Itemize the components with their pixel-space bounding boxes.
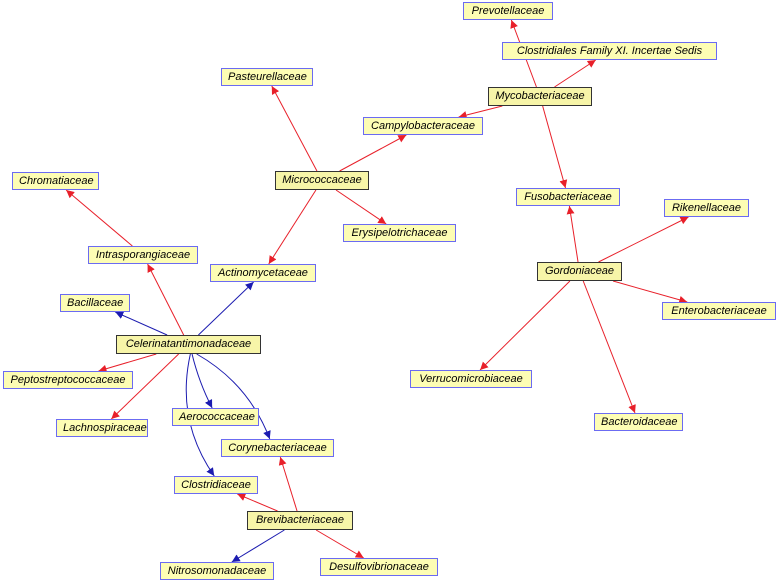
node-chromatiaceae: Chromatiaceae	[12, 172, 99, 190]
node-actinomycetaceae: Actinomycetaceae	[210, 264, 316, 282]
edge-celerinatantimonadaceae-to-lachnospiraceae	[110, 353, 180, 420]
edge-gordoniaceae-to-enterobacteriaceae	[612, 280, 688, 304]
node-clostridiales-xi: Clostridiales Family XI. Incertae Sedis	[502, 42, 717, 60]
edge-gordoniaceae-to-fusobacteriaceae	[566, 205, 579, 263]
node-gordoniaceae: Gordoniaceae	[537, 262, 622, 281]
node-campylobacteraceae: Campylobacteraceae	[363, 117, 483, 135]
node-peptostreptococcaceae: Peptostreptococcaceae	[3, 371, 133, 389]
node-clostridiaceae: Clostridiaceae	[174, 476, 258, 494]
edge-micrococcaceae-to-actinomycetaceae	[268, 189, 317, 265]
node-fusobacteriaceae: Fusobacteriaceae	[516, 188, 620, 206]
edge-celerinatantimonadaceae-to-bacillaceae	[115, 311, 168, 336]
node-enterobacteriaceae: Enterobacteriaceae	[662, 302, 776, 320]
edge-mycobacteriaceae-to-campylobacteraceae	[458, 105, 503, 119]
node-bacillaceae: Bacillaceae	[60, 294, 130, 312]
node-lachnospiraceae: Lachnospiraceae	[56, 419, 148, 437]
node-nitrosomonadaceae: Nitrosomonadaceae	[160, 562, 274, 580]
edge-intrasporangiaceae-to-chromatiaceae	[65, 189, 133, 247]
edge-celerinatantimonadaceae-to-aerococcaceae	[191, 353, 213, 409]
node-verrucomicrobiaceae: Verrucomicrobiaceae	[410, 370, 532, 388]
node-desulfovibrionaceae: Desulfovibrionaceae	[320, 558, 438, 576]
edge-celerinatantimonadaceae-to-corynebacteriaceae	[196, 353, 271, 440]
edge-brevibacteriaceae-to-desulfovibrionaceae	[315, 529, 364, 559]
node-aerococcaceae: Aerococcaceae	[172, 408, 259, 426]
node-brevibacteriaceae: Brevibacteriaceae	[247, 511, 353, 530]
node-intrasporangiaceae: Intrasporangiaceae	[88, 246, 198, 264]
edge-micrococcaceae-to-campylobacteraceae	[339, 134, 407, 172]
edge-celerinatantimonadaceae-to-intrasporangiaceae	[147, 263, 185, 336]
edge-mycobacteriaceae-to-fusobacteriaceae	[542, 105, 568, 189]
edge-micrococcaceae-to-pasteurellaceae	[271, 85, 318, 172]
node-erysipelotrichaceae: Erysipelotrichaceae	[343, 224, 456, 242]
edge-brevibacteriaceae-to-clostridiaceae	[237, 493, 278, 512]
node-prevotellaceae: Prevotellaceae	[463, 2, 553, 20]
edge-brevibacteriaceae-to-corynebacteriaceae	[278, 456, 298, 512]
edge-celerinatantimonadaceae-to-peptostreptococcaceae	[98, 353, 157, 373]
node-celerinatantimonadaceae: Celerinatantimonadaceae	[116, 335, 261, 354]
node-corynebacteriaceae: Corynebacteriaceae	[221, 439, 334, 457]
node-pasteurellaceae: Pasteurellaceae	[221, 68, 313, 86]
node-mycobacteriaceae: Mycobacteriaceae	[488, 87, 592, 106]
edge-gordoniaceae-to-bacteroidaceae	[582, 280, 636, 414]
edge-gordoniaceae-to-rikenellaceae	[598, 216, 689, 263]
edge-gordoniaceae-to-verrucomicrobiaceae	[479, 280, 571, 371]
node-bacteroidaceae: Bacteroidaceae	[594, 413, 683, 431]
edge-micrococcaceae-to-erysipelotrichaceae	[335, 189, 387, 225]
edge-celerinatantimonadaceae-to-actinomycetaceae	[198, 281, 254, 336]
edge-brevibacteriaceae-to-nitrosomonadaceae	[231, 529, 285, 563]
node-rikenellaceae: Rikenellaceae	[664, 199, 749, 217]
node-micrococcaceae: Micrococcaceae	[275, 171, 369, 190]
edge-mycobacteriaceae-to-clostridiales_xi	[554, 59, 597, 88]
